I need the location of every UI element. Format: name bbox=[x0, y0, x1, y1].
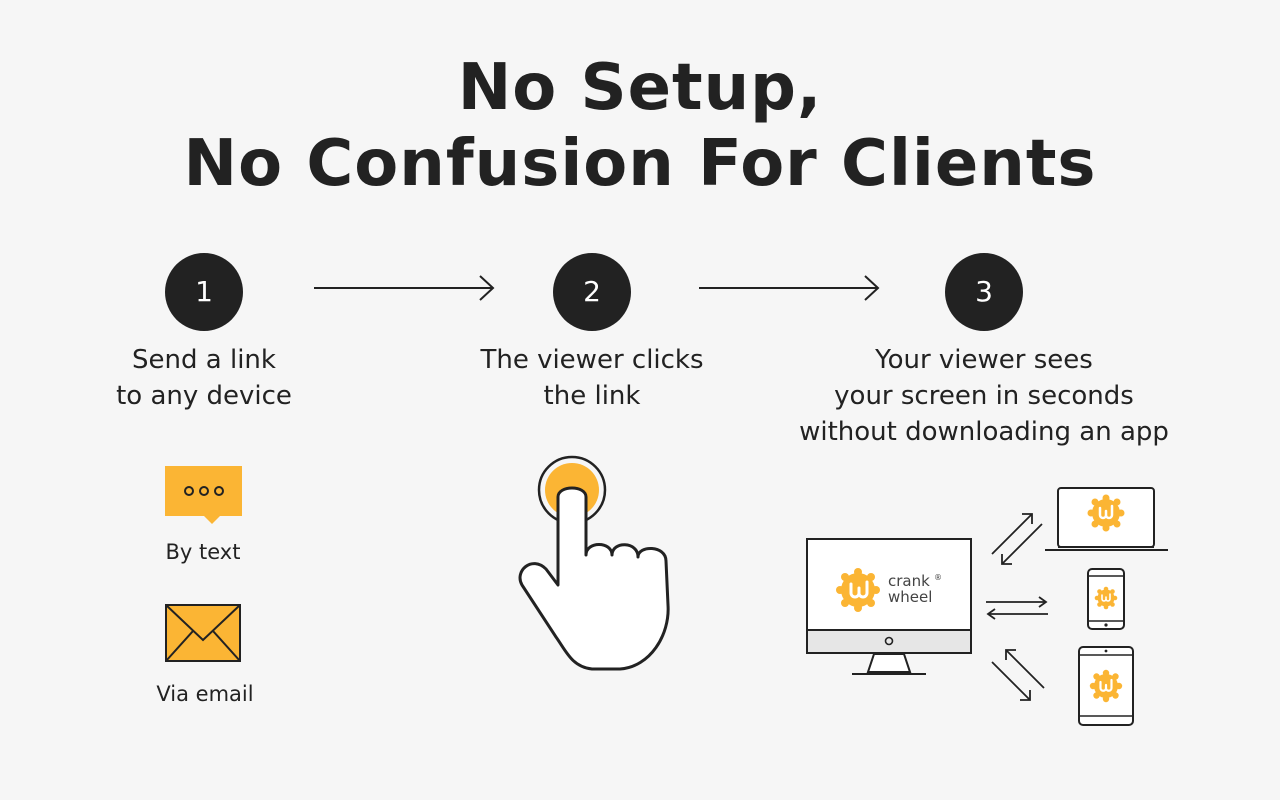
step-2-badge: 2 bbox=[553, 253, 631, 331]
step-1-description: Send a link to any device bbox=[116, 345, 292, 411]
step-2-description: The viewer clicks the link bbox=[480, 345, 704, 411]
envelope-icon bbox=[165, 604, 241, 662]
svg-text:wheel: wheel bbox=[888, 588, 932, 606]
crankwheel-logo-icon bbox=[836, 568, 880, 612]
crankwheel-wordmark: crank ® wheel bbox=[888, 572, 942, 606]
desktop-monitor-icon bbox=[806, 538, 972, 675]
step-3-description: Your viewer sees your screen in seconds … bbox=[799, 345, 1169, 447]
via-email-label: Via email bbox=[156, 682, 254, 706]
phone-icon bbox=[1087, 568, 1125, 630]
flow-arrow-1-icon bbox=[314, 275, 495, 301]
svg-text:crank: crank bbox=[888, 572, 930, 590]
laptop-icon bbox=[1045, 487, 1168, 551]
sync-arrows-laptop-icon bbox=[991, 513, 1043, 565]
by-text-label: By text bbox=[165, 540, 241, 564]
flow-arrow-2-icon bbox=[699, 275, 880, 301]
tap-hand-icon bbox=[518, 455, 670, 671]
sync-arrows-tablet-icon bbox=[991, 649, 1045, 701]
step-1-badge: 1 bbox=[165, 253, 243, 331]
page-title-line-1: No Setup, bbox=[457, 51, 823, 125]
sync-arrows-phone-icon bbox=[986, 596, 1048, 620]
tablet-icon bbox=[1078, 646, 1134, 726]
step-3-badge: 3 bbox=[945, 253, 1023, 331]
svg-text:®: ® bbox=[934, 573, 942, 582]
chat-bubble-icon bbox=[165, 466, 242, 524]
page-title-line-2: No Confusion For Clients bbox=[183, 127, 1097, 201]
